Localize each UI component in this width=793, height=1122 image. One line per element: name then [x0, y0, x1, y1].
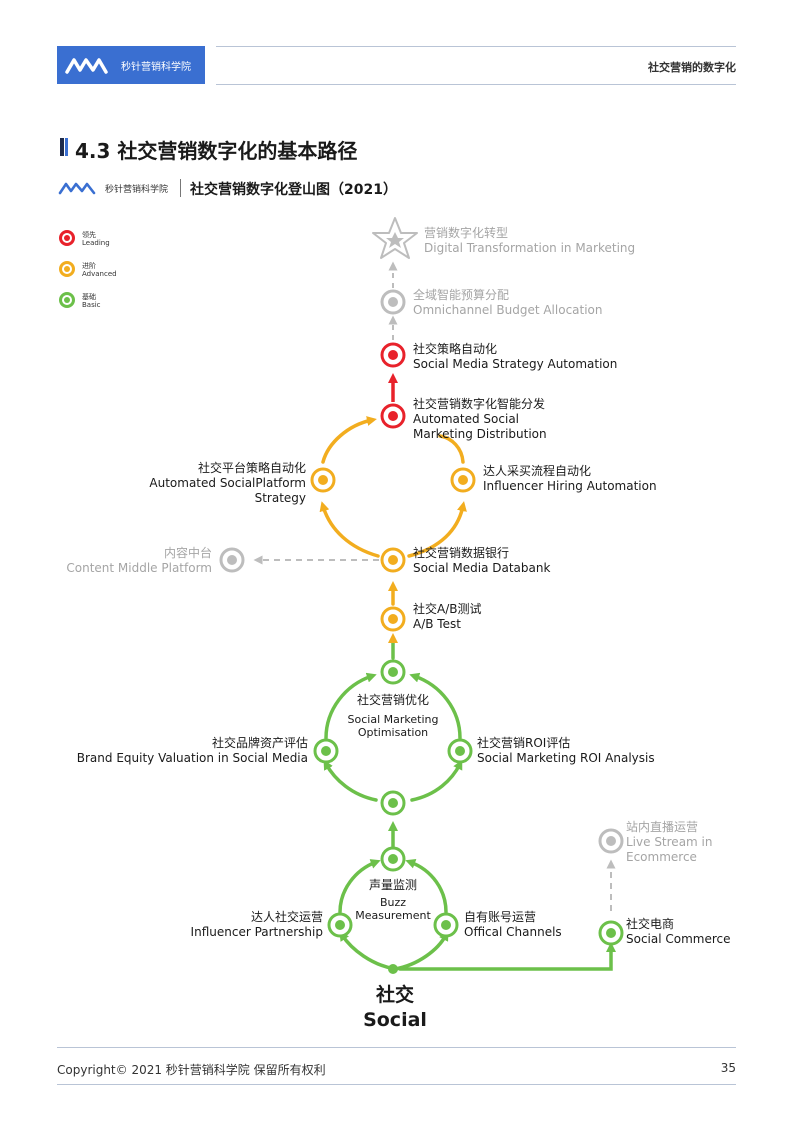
- advanced-connectors: [319, 416, 467, 606]
- footer-bottom-rule: [57, 1084, 736, 1085]
- section-title: 4.3 社交营销数字化的基本路径: [75, 139, 358, 163]
- node-optimisation-top: [380, 659, 406, 685]
- node-budget: [380, 289, 406, 315]
- brand-name: 秒针营销科学院: [121, 62, 191, 73]
- sub-brand-name: 秒针营销科学院: [105, 185, 169, 195]
- node-strategy-automation: [380, 342, 406, 368]
- brand-logo: 秒针营销科学院: [57, 46, 205, 84]
- node-optimisation-bottom: [380, 790, 406, 816]
- legend-basic-icon: [59, 292, 75, 308]
- node-brand-equity: [313, 738, 339, 764]
- legend-leading-cn: 领先: [82, 231, 96, 239]
- legend-advanced-cn: 进阶: [82, 262, 96, 270]
- section-marker-accent: [65, 138, 68, 156]
- social-origin-dot: [388, 964, 398, 974]
- legend-advanced-icon: [59, 261, 75, 277]
- legend-leading-icon: [59, 230, 75, 246]
- section-marker: [60, 138, 64, 156]
- node-databank: [380, 547, 406, 573]
- legend-basic-en: Basic: [82, 301, 101, 309]
- node-content-middle: [219, 547, 245, 573]
- node-ab-test: [380, 606, 406, 632]
- legend-leading-en: Leading: [82, 239, 110, 247]
- diagram-title: 社交营销数字化登山图（2021）: [190, 182, 397, 198]
- node-offical-channels: [433, 912, 459, 938]
- legend: [59, 230, 75, 308]
- node-live-stream: [598, 828, 624, 854]
- node-influencer-partnership: [327, 912, 353, 938]
- legend-basic-cn: 基础: [82, 293, 96, 301]
- node-roi-analysis: [447, 738, 473, 764]
- header-top-rule: [216, 46, 736, 47]
- page-number: 35: [720, 1061, 736, 1075]
- node-platform-strategy: [310, 467, 336, 493]
- sub-header-separator: [180, 179, 181, 197]
- node-star-icon: [372, 217, 418, 259]
- header-title: 社交营销的数字化: [648, 61, 736, 74]
- footer-copyright: Copyright© 2021 秒针营销科学院 保留所有权利: [57, 1063, 326, 1077]
- sub-brand-mark-icon: [58, 182, 96, 195]
- footer-top-rule: [57, 1047, 736, 1048]
- node-influencer-hiring: [450, 467, 476, 493]
- node-automated-distribution: [380, 403, 406, 429]
- brand-mark-icon: [65, 58, 108, 74]
- node-buzz: [380, 846, 406, 872]
- legend-advanced-en: Advanced: [82, 270, 117, 278]
- header-bottom-rule: [216, 84, 736, 85]
- node-social-commerce: [598, 920, 624, 946]
